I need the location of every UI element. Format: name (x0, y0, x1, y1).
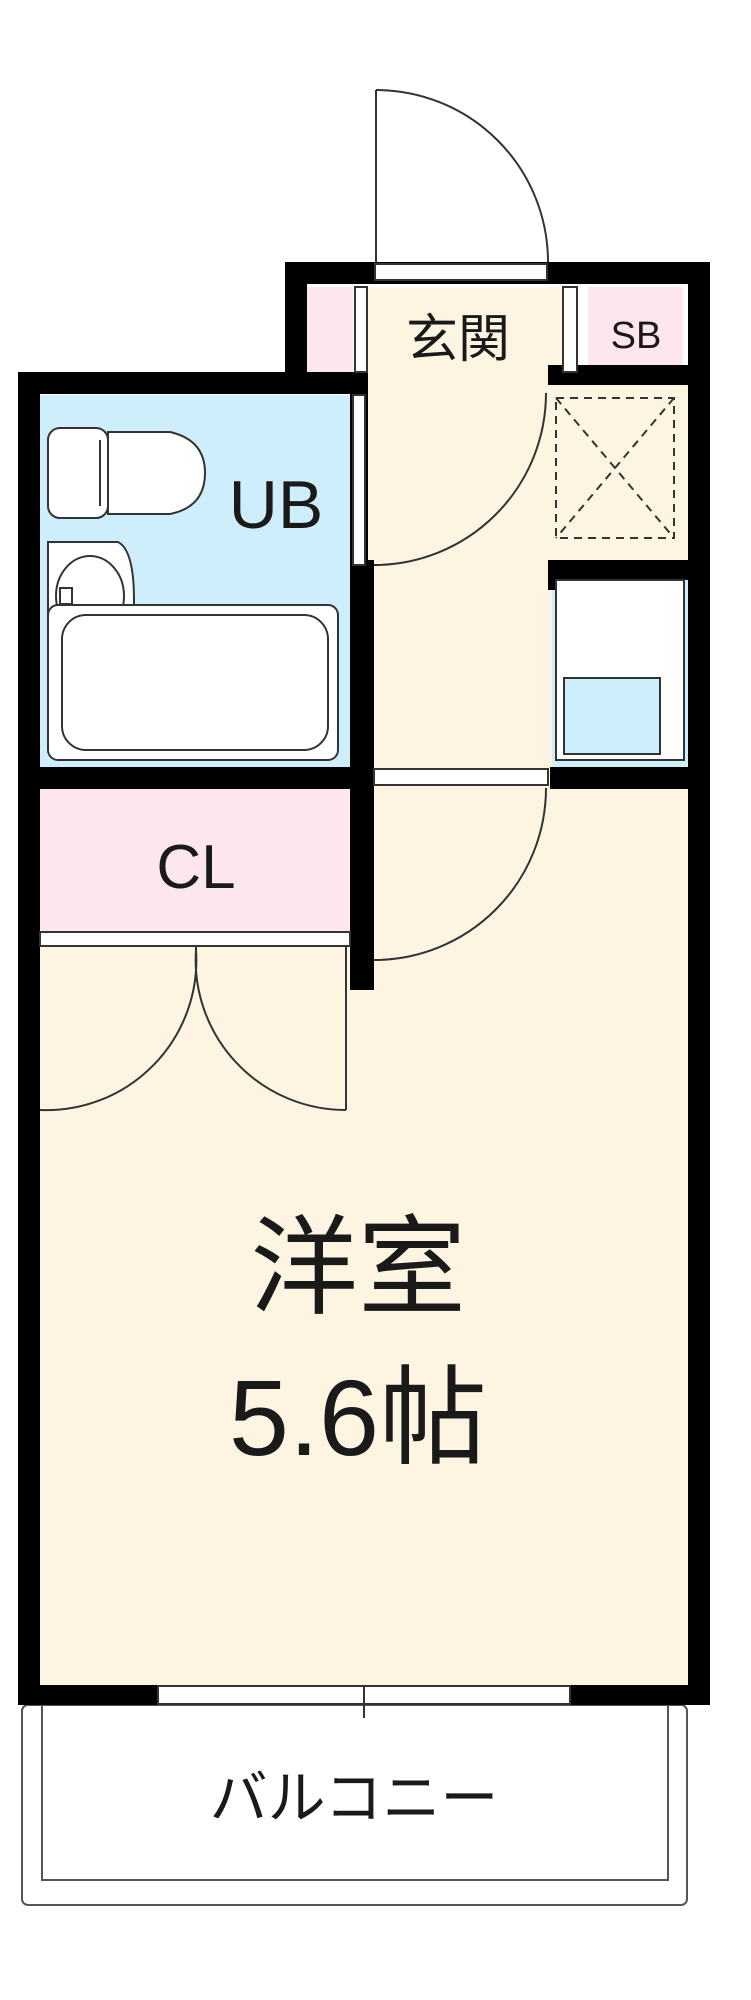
genkan-floor (368, 287, 563, 382)
shoe-box-label: SB (611, 315, 662, 357)
ub-door-jamb (352, 394, 366, 566)
genkan-label: 玄関 (406, 311, 510, 369)
balcony-label: バルコニー (210, 1766, 499, 1831)
closet-label: CL (156, 833, 235, 902)
kitchen-icon (555, 579, 685, 761)
thin-partitions (39, 263, 578, 1718)
labels: 玄関 SB UB CL 洋室 5.6帖 バルコニー (156, 311, 661, 1831)
door-swings (39, 89, 549, 1112)
western-room-name: 洋室 (250, 1207, 466, 1328)
closet-bottom-track (39, 931, 351, 947)
unit-bath-label: UB (229, 467, 323, 543)
closet-floor (40, 787, 350, 932)
genkan-step-right (562, 286, 578, 373)
bathtub-icon (47, 604, 339, 761)
toilet-icon (47, 427, 207, 519)
shoe-cabinet-icon (555, 397, 675, 539)
western-room-size: 5.6帖 (229, 1357, 487, 1478)
walls (18, 262, 710, 1705)
genkan-top-threshold (374, 263, 548, 281)
shoe-box-floor (588, 287, 683, 375)
genkan-left-floor (305, 287, 353, 375)
corridor-door-threshold (373, 768, 549, 786)
genkan-step-left (354, 286, 368, 373)
